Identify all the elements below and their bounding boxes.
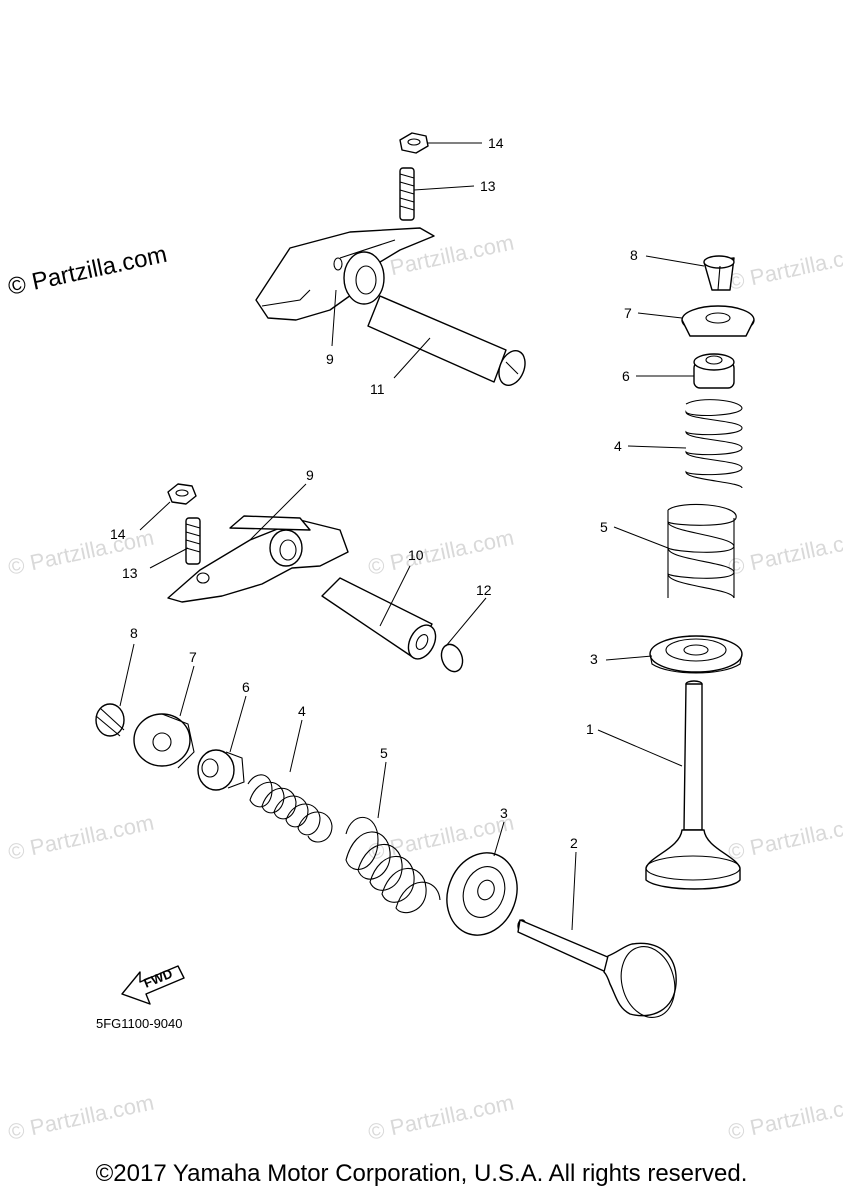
callout-7: 7 xyxy=(624,305,632,321)
leader-lines xyxy=(119,142,705,931)
left-valve-stack xyxy=(95,703,677,1018)
fwd-arrow-icon: FWD xyxy=(121,965,185,1005)
diagram-code: 5FG1100-9040 xyxy=(96,1016,183,1031)
rocker-shaft-part xyxy=(321,577,437,660)
callout-3: 3 xyxy=(500,805,508,821)
callout-4: 4 xyxy=(298,703,306,719)
callout-9: 9 xyxy=(326,351,334,367)
outer-spring-part xyxy=(667,503,737,599)
inner-spring-part xyxy=(685,399,743,489)
spring-seat-part xyxy=(446,852,518,936)
callout-10: 10 xyxy=(408,547,424,563)
callout-11: 11 xyxy=(370,381,385,397)
spring-seat-part xyxy=(649,635,743,674)
inner-spring-part xyxy=(247,774,333,843)
callout-8: 8 xyxy=(130,625,138,641)
callout-12: 12 xyxy=(476,582,492,598)
callout-4: 4 xyxy=(614,438,622,454)
callout-numbers: 14 13 9 11 9 14 13 10 12 8 7 6 4 5 3 2 8… xyxy=(110,135,638,851)
o-ring-part xyxy=(440,643,464,673)
watermark-faint: © Partzilla.com xyxy=(726,810,843,865)
spring-retainer-part xyxy=(681,305,755,337)
intake-valve-part xyxy=(517,919,677,1018)
watermark-main: © Partzilla.com xyxy=(6,241,170,301)
watermark-faint: © Partzilla.com xyxy=(366,1090,516,1145)
locknut-part xyxy=(399,132,429,154)
spring-retainer-part xyxy=(133,713,195,769)
watermark-faint: © Partzilla.com xyxy=(6,1090,156,1145)
callout-2: 2 xyxy=(570,835,578,851)
callout-7: 7 xyxy=(189,649,197,665)
valve-cotter-part xyxy=(703,255,735,291)
callout-9: 9 xyxy=(306,467,314,483)
callout-6: 6 xyxy=(622,368,630,384)
upper-rocker-assembly xyxy=(255,132,526,386)
callout-5: 5 xyxy=(600,519,608,535)
outer-spring-part xyxy=(345,816,441,914)
watermark-faint: © Partzilla.com xyxy=(726,525,843,580)
watermark-faint: © Partzilla.com xyxy=(366,525,516,580)
watermark-faint: © Partzilla.com xyxy=(726,1090,843,1145)
callout-5: 5 xyxy=(380,745,388,761)
oil-seal-part xyxy=(197,749,245,791)
copyright-notice: ©2017 Yamaha Motor Corporation, U.S.A. A… xyxy=(95,1160,748,1187)
callout-1: 1 xyxy=(586,721,594,737)
lower-rocker-assembly xyxy=(167,483,464,673)
rocker-arm-part xyxy=(167,519,349,603)
watermark-faint: © Partzilla.com xyxy=(726,240,843,295)
adjusting-screw-part xyxy=(399,167,415,221)
callout-6: 6 xyxy=(242,679,250,695)
watermark-faint: © Partzilla.com xyxy=(6,810,156,865)
right-valve-stack xyxy=(645,255,755,890)
locknut-part xyxy=(167,483,197,505)
callout-3: 3 xyxy=(590,651,598,667)
callout-13: 13 xyxy=(480,178,496,194)
rocker-shaft-part xyxy=(367,295,526,386)
callout-8: 8 xyxy=(630,247,638,263)
callout-13: 13 xyxy=(122,565,138,581)
adjusting-screw-part xyxy=(185,517,201,565)
callout-14: 14 xyxy=(488,135,504,151)
valve-cotter-part xyxy=(95,703,125,737)
exhaust-valve-part xyxy=(645,680,741,890)
callout-14: 14 xyxy=(110,526,126,542)
oil-seal-part xyxy=(693,353,735,389)
